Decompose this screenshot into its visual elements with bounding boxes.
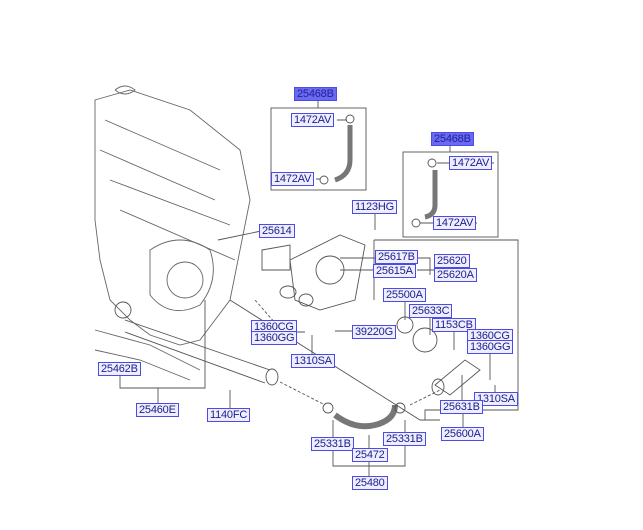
part-label-25500A[interactable]: 25500A [383, 288, 426, 302]
part-label-1153CB[interactable]: 1153CB [432, 318, 476, 332]
part-label-25620[interactable]: 25620 [434, 254, 470, 268]
part-label-1472AV[interactable]: 1472AV [449, 156, 493, 170]
hose-drawing [333, 404, 398, 430]
part-label-1472AV[interactable]: 1472AV [291, 113, 335, 127]
part-label-25620A[interactable]: 25620A [434, 268, 477, 282]
part-label-25617B[interactable]: 25617B [375, 250, 418, 264]
part-label-39220G[interactable]: 39220G [352, 325, 396, 339]
part-label-1360CG[interactable]: 1360CG [251, 320, 297, 334]
part-label-25460E[interactable]: 25460E [136, 403, 179, 417]
part-label-25468B[interactable]: 25468B [294, 87, 337, 101]
part-label-1360CG[interactable]: 1360CG [467, 329, 513, 343]
part-label-25615A[interactable]: 25615A [373, 264, 416, 278]
engine-block [94, 85, 251, 381]
part-label-1140FC[interactable]: 1140FC [207, 408, 251, 422]
part-label-25331B[interactable]: 25331B [383, 432, 426, 446]
thermostat-housing-drawing [261, 234, 481, 396]
part-label-25472[interactable]: 25472 [352, 448, 388, 462]
part-label-25614[interactable]: 25614 [259, 224, 295, 238]
part-label-25462B[interactable]: 25462B [98, 362, 141, 376]
part-label-1360GG[interactable]: 1360GG [251, 331, 298, 345]
part-label-25468B[interactable]: 25468B [431, 132, 474, 146]
part-label-1472AV[interactable]: 1472AV [433, 216, 477, 230]
water-pipe-drawing [114, 301, 279, 386]
part-label-25600A[interactable]: 25600A [441, 427, 484, 441]
part-label-1123HG[interactable]: 1123HG [352, 200, 397, 214]
part-label-25480[interactable]: 25480 [352, 476, 388, 490]
part-label-25631B[interactable]: 25631B [440, 400, 483, 414]
part-label-25331B[interactable]: 25331B [311, 437, 354, 451]
part-label-1310SA[interactable]: 1310SA [291, 354, 335, 368]
part-label-25633C[interactable]: 25633C [409, 304, 453, 318]
part-label-1472AV[interactable]: 1472AV [271, 172, 315, 186]
part-label-1310SA[interactable]: 1310SA [474, 392, 518, 406]
part-label-1360GG[interactable]: 1360GG [467, 340, 514, 354]
